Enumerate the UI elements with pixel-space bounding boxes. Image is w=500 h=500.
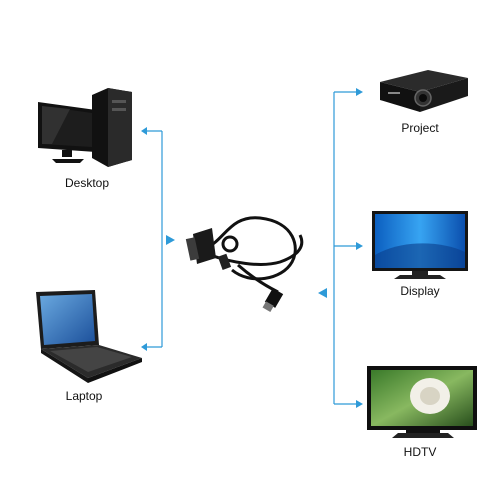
project-label: Project (401, 121, 439, 135)
desktop-label: Desktop (64, 176, 110, 190)
projector-icon (380, 70, 468, 112)
right-arrow-top-icon (356, 88, 363, 96)
left-arrow-bottom-icon (141, 343, 147, 351)
arrow-from-outputs-icon (318, 288, 327, 298)
left-connector-lines (143, 130, 163, 348)
arrow-to-adapter-icon (166, 235, 175, 245)
laptop-icon (36, 290, 142, 383)
display-label: Display (400, 284, 440, 298)
hdtv-label: HDTV (403, 445, 437, 459)
right-arrow-mid-icon (356, 242, 363, 250)
monitor-icon (372, 211, 468, 279)
laptop-label: Laptop (65, 389, 103, 403)
right-arrow-bottom-icon (356, 400, 363, 408)
tv-icon (367, 366, 477, 438)
desktop-computer-icon (38, 88, 132, 167)
right-connector-lines (333, 91, 357, 405)
vga-to-hdmi-cable-icon (185, 216, 304, 312)
left-arrow-top-icon (141, 127, 147, 135)
